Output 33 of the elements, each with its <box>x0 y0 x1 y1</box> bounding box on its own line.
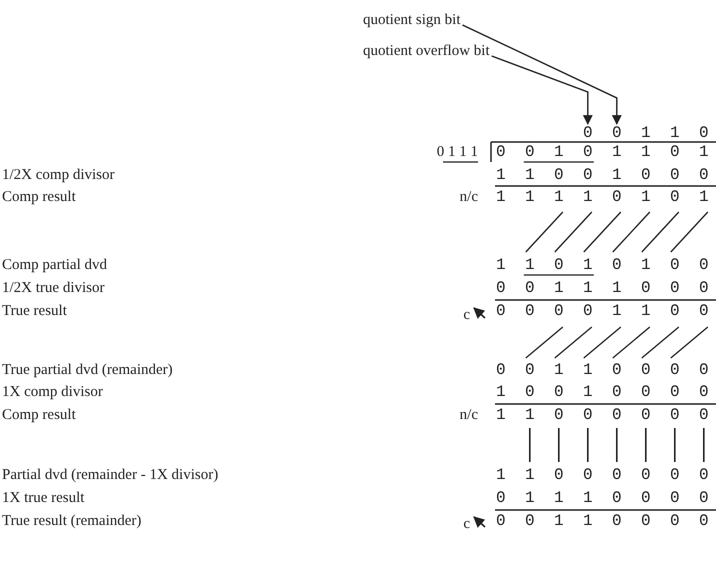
step-label: 1X comp divisor <box>2 383 103 401</box>
step-label: Partial dvd (remainder - 1X divisor) <box>2 466 218 484</box>
binary-number: 0 0 1 1 0 <box>583 124 714 142</box>
binary-number: 1 1 0 0 1 0 0 0 <box>496 166 714 184</box>
annotation: c <box>463 515 470 533</box>
callout-label: quotient overflow bit <box>363 42 490 60</box>
step-label: Comp partial dvd <box>2 256 107 274</box>
binary-number: 0 0 1 1 0 0 0 0 <box>496 361 714 379</box>
step-label: 1/2X true divisor <box>2 279 104 297</box>
step-label: True partial dvd (remainder) <box>2 361 173 379</box>
binary-number: 1 1 0 0 0 0 0 0 <box>496 406 714 424</box>
step-label: True result <box>2 302 67 320</box>
step-label: 1/2X comp divisor <box>2 166 114 184</box>
binary-number: 0 0 1 1 1 0 0 0 <box>496 279 714 297</box>
step-label: 1X true result <box>2 489 84 507</box>
callout-label: quotient sign bit <box>363 11 460 29</box>
annotation: 0 1 1 1 <box>436 143 478 161</box>
step-label: Comp result <box>2 188 76 206</box>
annotation: n/c <box>460 406 478 424</box>
step-label: True result (remainder) <box>2 512 142 530</box>
binary-number: 0 1 1 1 0 0 0 0 <box>496 489 714 507</box>
binary-number: 1 0 0 1 0 0 0 0 <box>496 383 714 401</box>
binary-number: 0 0 0 0 1 1 0 0 <box>496 302 714 320</box>
binary-number: 0 0 1 1 0 0 0 0 <box>496 512 714 530</box>
leader-line <box>462 24 622 125</box>
annotation: n/c <box>460 188 478 206</box>
binary-number: 1 1 0 1 0 1 0 0 <box>496 256 714 274</box>
binary-number: 1 1 1 1 0 1 0 1 <box>496 188 714 206</box>
annotation: c <box>463 306 470 324</box>
binary-number: 1 1 0 0 0 0 0 0 <box>496 466 714 484</box>
leader-line <box>491 55 593 125</box>
binary-number: 0 0 1 0 1 1 0 1 <box>496 143 714 161</box>
step-label: Comp result <box>2 406 76 424</box>
